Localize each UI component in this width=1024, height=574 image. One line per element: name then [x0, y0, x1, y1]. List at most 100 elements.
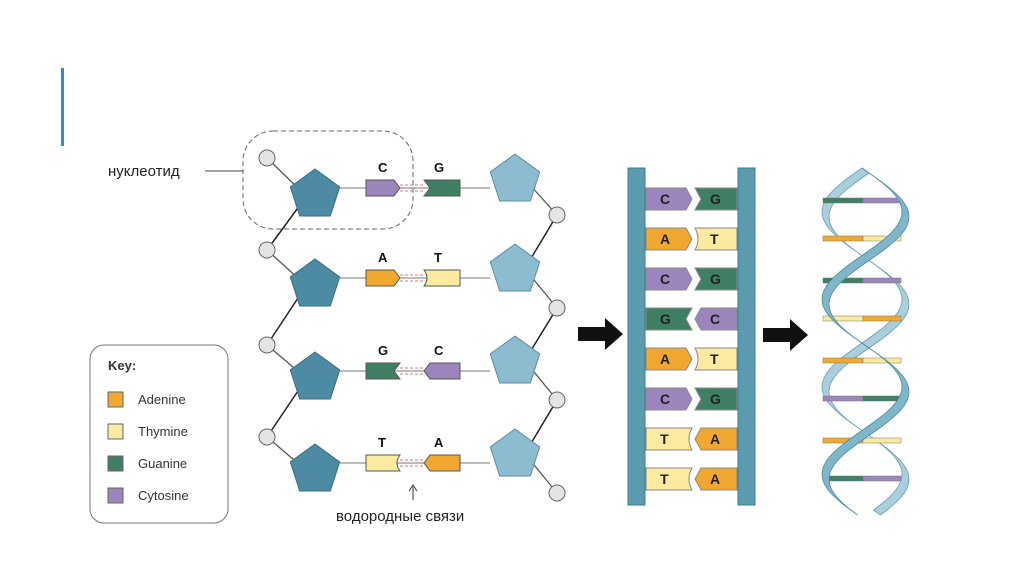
thymine-base	[365, 454, 401, 472]
double-helix	[821, 167, 910, 516]
helix-base-rung	[822, 315, 864, 322]
base-letter: A	[434, 435, 444, 450]
ladder-base-letter: T	[660, 471, 669, 487]
ladder-guanine-base	[694, 267, 738, 291]
key-label-adenine: Adenine	[138, 392, 186, 407]
ladder-base-letter: G	[710, 191, 721, 207]
phosphate-right	[548, 206, 566, 224]
backbone-line	[266, 204, 301, 251]
ladder-base-letter: G	[710, 271, 721, 287]
nucleotide-label: нуклеотид	[108, 163, 180, 180]
base-letter: G	[378, 343, 388, 358]
deoxyribose-sugar-left	[289, 351, 341, 400]
deoxyribose-sugar-left	[289, 258, 341, 307]
adenine-base	[423, 454, 461, 472]
helix-base-rung	[862, 277, 902, 284]
cytosine-base	[423, 362, 461, 380]
key-swatch-cytosine	[107, 487, 124, 504]
base-letter: T	[378, 435, 386, 450]
key-swatch-adenine	[107, 391, 124, 408]
helix-base-rung	[862, 395, 902, 402]
deoxyribose-sugar-left	[289, 168, 341, 217]
key-title: Key:	[108, 358, 136, 373]
base-letter: G	[434, 160, 444, 175]
deoxyribose-sugar-right	[489, 428, 541, 477]
ladder-guanine-base	[694, 187, 738, 211]
phosphate-left	[258, 336, 276, 354]
key-label-cytosine: Cytosine	[138, 488, 189, 503]
guanine-base	[365, 362, 401, 380]
ladder-base-letter: C	[710, 311, 720, 327]
ladder-base-letter: A	[710, 471, 720, 487]
ladder-base-letter: T	[710, 351, 719, 367]
slide-accent-bar	[61, 68, 64, 146]
base-letter: C	[378, 160, 388, 175]
ladder-thymine-base	[694, 227, 738, 251]
base-letter: A	[378, 250, 388, 265]
backbone-line	[529, 307, 558, 353]
ladder-base-letter: A	[660, 351, 670, 367]
ladder-thymine-base	[694, 347, 738, 371]
backbone-line	[529, 214, 558, 261]
ladder-adenine-base	[694, 427, 738, 451]
helix-base-rung	[862, 197, 902, 204]
ladder-base-letter: G	[710, 391, 721, 407]
ladder-base-letter: C	[660, 391, 670, 407]
ladder-adenine-base	[694, 467, 738, 491]
backbone-line	[529, 399, 558, 446]
key-label-guanine: Guanine	[138, 456, 187, 471]
right-arrow-icon	[578, 318, 623, 350]
ladder-adenine-base	[645, 347, 693, 371]
phosphate-right	[548, 484, 566, 502]
ladder-cytosine-base	[645, 267, 693, 291]
ladder-adenine-base	[645, 227, 693, 251]
cytosine-base	[365, 179, 401, 197]
helix-base-rung	[862, 475, 902, 482]
ladder-base-letter: T	[660, 431, 669, 447]
hbond-arrow-icon	[408, 484, 418, 492]
helix-base-rung	[862, 357, 902, 364]
key-swatch-guanine	[107, 455, 124, 472]
sugar-phosphate-rail-left	[627, 167, 646, 506]
ladder-thymine-base	[645, 467, 693, 491]
helix-base-rung	[822, 235, 864, 242]
helix-strand-front	[821, 167, 910, 516]
ladder-thymine-base	[645, 427, 693, 451]
phosphate-left	[258, 241, 276, 259]
key-swatch-thymine	[107, 423, 124, 440]
deoxyribose-sugar-right	[489, 335, 541, 384]
sugar-phosphate-rail-right	[737, 167, 756, 506]
deoxyribose-sugar-right	[489, 153, 541, 202]
thymine-base	[423, 269, 461, 287]
backbone-line	[266, 387, 301, 438]
ladder-base-letter: T	[710, 231, 719, 247]
key-box	[89, 344, 229, 524]
guanine-base	[423, 179, 461, 197]
nucleotide-highlight-outline	[242, 130, 414, 230]
base-letter: T	[434, 250, 442, 265]
helix-base-rung	[822, 395, 864, 402]
key-label-thymine: Thymine	[138, 424, 188, 439]
helix-base-rung	[822, 357, 864, 364]
helix-base-rung	[862, 315, 902, 322]
ladder-base-letter: A	[710, 431, 720, 447]
phosphate-right	[548, 299, 566, 317]
phosphate-left	[258, 428, 276, 446]
ladder-cytosine-base	[694, 307, 738, 331]
ladder-base-letter: A	[660, 231, 670, 247]
ladder-guanine-base	[645, 307, 693, 331]
hydrogen-bonds-label: водородные связи	[336, 508, 464, 525]
helix-base-rung	[822, 197, 864, 204]
right-arrow-icon	[763, 319, 808, 351]
ladder-base-letter: C	[660, 191, 670, 207]
helix-base-rung	[862, 437, 902, 444]
deoxyribose-sugar-right	[489, 243, 541, 292]
ladder-cytosine-base	[645, 187, 693, 211]
ladder-guanine-base	[694, 387, 738, 411]
adenine-base	[365, 269, 401, 287]
ladder-base-letter: C	[660, 271, 670, 287]
